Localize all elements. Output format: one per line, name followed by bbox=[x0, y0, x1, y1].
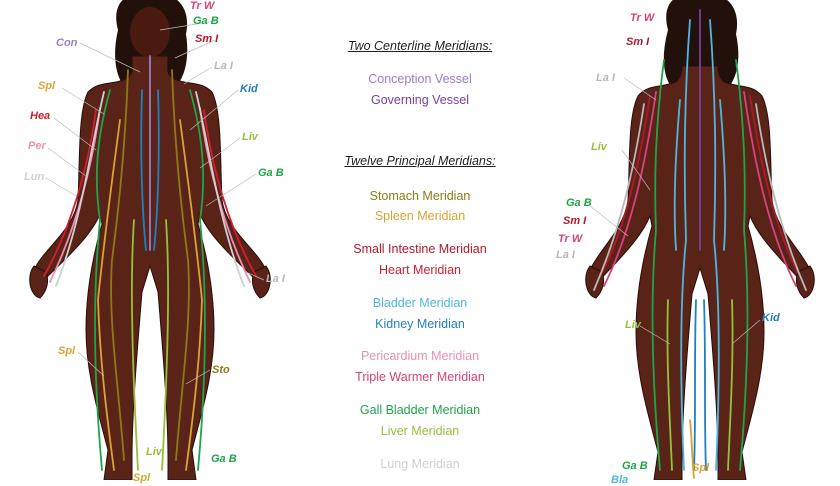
heading-principal-meridians: Twelve Principal Meridians: bbox=[344, 154, 496, 168]
back-label-small-intestine-arm: Sm I bbox=[563, 215, 587, 227]
legend-stomach-meridian: Stomach Meridian bbox=[369, 189, 471, 203]
front-label-large-intestine-hand: La I bbox=[266, 273, 285, 285]
back-label-large-intestine: La I bbox=[596, 72, 615, 84]
front-label-stomach: Sto bbox=[212, 364, 230, 376]
front-line-lung bbox=[55, 91, 245, 287]
back-figure bbox=[585, 0, 815, 480]
front-label-small-intestine: Sm I bbox=[195, 33, 219, 45]
front-label-conception: Con bbox=[56, 37, 78, 49]
back-line-gall-bladder bbox=[651, 59, 749, 471]
front-label-lung: Lun bbox=[24, 171, 45, 183]
legend-spleen-meridian: Spleen Meridian bbox=[374, 209, 466, 223]
back-label-liver-leg: Liv bbox=[625, 319, 641, 331]
back-hand-left bbox=[585, 265, 605, 299]
front-line-liver bbox=[131, 219, 169, 471]
front-label-spleen-arm: Spl bbox=[38, 80, 56, 92]
front-line-heart bbox=[43, 109, 257, 277]
front-label-triple-warmer: Tr W bbox=[190, 0, 215, 12]
front-face bbox=[130, 7, 170, 57]
back-meridian-lines bbox=[593, 9, 807, 479]
back-label-triple-warmer-arm: Tr W bbox=[558, 233, 583, 245]
front-line-spleen bbox=[97, 119, 203, 471]
front-hand-left bbox=[29, 265, 49, 299]
heading-centerline-meridians: Two Centerline Meridians: bbox=[347, 39, 493, 53]
front-line-kidney bbox=[140, 89, 160, 251]
leader-lines bbox=[45, 20, 761, 385]
back-label-gall-bladder: Ga B bbox=[566, 197, 592, 209]
front-label-liver-leg: Liv bbox=[146, 446, 162, 458]
back-label-bladder: Bla bbox=[611, 474, 629, 486]
front-label-kidney: Kid bbox=[240, 83, 258, 95]
legend-heart-meridian: Heart Meridian bbox=[379, 263, 461, 277]
back-hand-right bbox=[795, 265, 815, 299]
back-line-kidney bbox=[693, 299, 707, 471]
back-line-triple-warmer bbox=[603, 91, 797, 287]
front-label-gall-bladder-side: Ga B bbox=[258, 167, 284, 179]
back-line-small-intestine bbox=[597, 95, 803, 281]
legend-kidney-meridian: Kidney Meridian bbox=[375, 317, 465, 331]
back-label-gall-bladder-foot: Ga B bbox=[622, 460, 648, 472]
back-label-spleen-foot: Spl bbox=[692, 462, 710, 474]
back-label-liver: Liv bbox=[591, 141, 607, 153]
front-label-liver-chest: Liv bbox=[242, 131, 258, 143]
front-meridian-lines bbox=[43, 55, 257, 471]
front-line-gall-bladder bbox=[94, 89, 206, 471]
front-figure bbox=[29, 0, 271, 480]
legend-conception-vessel: Conception Vessel bbox=[368, 72, 472, 86]
back-label-large-intestine-arm: La I bbox=[556, 249, 575, 261]
front-line-stomach bbox=[110, 69, 190, 461]
front-label-pericardium: Per bbox=[28, 140, 46, 152]
back-line-large-intestine bbox=[593, 103, 807, 291]
back-line-liver bbox=[666, 299, 734, 471]
legend-triple-warmer-meridian: Triple Warmer Meridian bbox=[355, 370, 485, 384]
back-label-triple-warmer: Tr W bbox=[630, 12, 655, 24]
legend-small-intestine-meridian: Small Intestine Meridian bbox=[353, 242, 487, 256]
back-line-bladder bbox=[673, 19, 727, 471]
legend-lung-meridian: Lung Meridian bbox=[380, 457, 460, 471]
front-hand-right bbox=[251, 265, 271, 299]
front-label-spleen-leg: Spl bbox=[58, 345, 76, 357]
front-label-gall-bladder-leg: Ga B bbox=[211, 453, 237, 465]
back-label-small-intestine: Sm I bbox=[626, 36, 650, 48]
front-label-large-intestine-shoulder: La I bbox=[214, 60, 233, 72]
back-label-kidney: Kid bbox=[762, 312, 780, 324]
front-label-gall-bladder-head: Ga B bbox=[193, 15, 219, 27]
front-label-spleen-foot: Spl bbox=[133, 472, 151, 484]
legend-gall-bladder-meridian: Gall Bladder Meridian bbox=[359, 403, 481, 417]
back-line-spleen bbox=[689, 419, 695, 479]
legend-bladder-meridian: Bladder Meridian bbox=[372, 296, 468, 310]
front-label-heart: Hea bbox=[30, 110, 51, 122]
legend-liver-meridian: Liver Meridian bbox=[380, 424, 460, 438]
legend-governing-vessel: Governing Vessel bbox=[371, 93, 469, 107]
legend-pericardium-meridian: Pericardium Meridian bbox=[360, 349, 480, 363]
